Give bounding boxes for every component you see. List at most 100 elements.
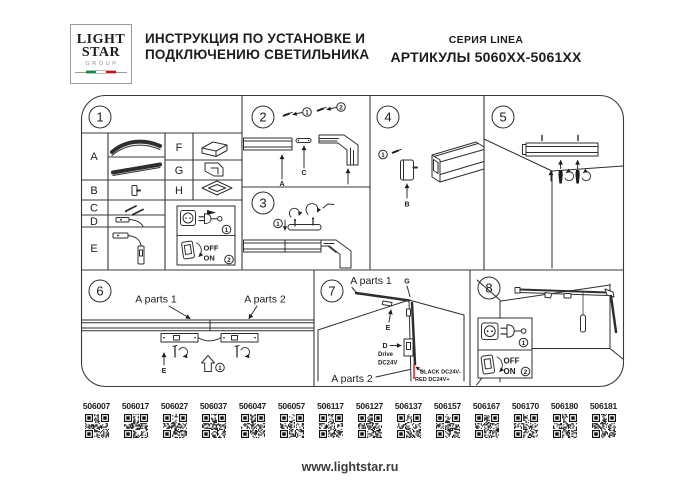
qr-code bbox=[435, 414, 460, 438]
article-item: 506057 bbox=[275, 401, 309, 438]
article-number: 506181 bbox=[589, 401, 618, 411]
panel-4-end-cap: 4 1 B bbox=[376, 105, 485, 209]
article-number: 506027 bbox=[160, 401, 189, 411]
article-item: 506047 bbox=[236, 401, 270, 438]
website-url: www.lightstar.ru bbox=[301, 460, 399, 474]
socket-icon bbox=[180, 210, 196, 226]
panel-5-ceiling-mount: 5 bbox=[483, 105, 624, 269]
panel-2-number: 2 bbox=[259, 110, 266, 125]
part-letter-f: F bbox=[176, 142, 183, 154]
part-letter-d: D bbox=[90, 216, 98, 228]
article-number: 506037 bbox=[199, 401, 228, 411]
qr-code bbox=[318, 414, 343, 438]
panel-4-step-1: 1 bbox=[381, 152, 385, 159]
track-a1 bbox=[354, 291, 411, 302]
panel-7-label-g: G bbox=[404, 279, 410, 286]
panel-8-step-2: 2 bbox=[524, 369, 528, 376]
lightstar-logo: LIGHT STAR GROUP bbox=[70, 24, 132, 84]
panel-2-label-a: A bbox=[279, 181, 284, 188]
panel-1-parts-table: 1 A B C D E F G H bbox=[81, 105, 242, 270]
part-letter-b: B bbox=[90, 185, 97, 197]
panel-7-a-parts-1: A parts 1 bbox=[350, 275, 392, 287]
panel-4-label-b: B bbox=[404, 202, 409, 209]
article-number: 506127 bbox=[355, 401, 384, 411]
pendant-lamp bbox=[580, 292, 586, 333]
article-item: 506117 bbox=[314, 401, 348, 438]
articles-range: АРТИКУЛЫ 5060XX-5061XX bbox=[390, 49, 582, 65]
part-a-curved-track bbox=[110, 139, 162, 156]
panel-8-step-1: 1 bbox=[522, 340, 526, 347]
part-letter-g: G bbox=[175, 165, 184, 177]
part-c-screws bbox=[125, 205, 144, 216]
panel-7-a-parts-2: A parts 2 bbox=[331, 373, 373, 385]
part-e-track-with-pendant bbox=[112, 232, 145, 265]
article-item: 506037 bbox=[197, 401, 231, 438]
qr-code bbox=[474, 414, 499, 438]
plug-icon bbox=[198, 210, 223, 225]
panel-3-screw-joint: 3 1 bbox=[243, 191, 352, 269]
panel-2-label-c: C bbox=[301, 170, 306, 177]
panel-6-a-parts-1: A parts 1 bbox=[135, 294, 177, 306]
article-item: 506137 bbox=[392, 401, 426, 438]
article-list: 506007 506017 506027 506037 506047 506057 5061… bbox=[0, 401, 700, 438]
article-item: 506027 bbox=[158, 401, 192, 438]
end-cap-part bbox=[400, 159, 418, 181]
title-line-1: ИНСТРУКЦИЯ ПО УСТАНОВКЕ И bbox=[145, 31, 366, 46]
panel-4-number: 4 bbox=[384, 110, 391, 125]
qr-code bbox=[201, 414, 226, 438]
article-number: 506117 bbox=[317, 401, 344, 411]
part-letter-e: E bbox=[90, 243, 97, 255]
switch-icon-8 bbox=[480, 354, 496, 375]
article-item: 506167 bbox=[470, 401, 504, 438]
panel-grid bbox=[80, 94, 625, 388]
joined-corner-track bbox=[243, 239, 352, 269]
room-corner-lines bbox=[483, 138, 624, 269]
qr-code bbox=[513, 414, 538, 438]
italian-flag-stripe bbox=[75, 70, 127, 74]
track-a2-vertical bbox=[410, 301, 417, 366]
part-d-track-with-lead bbox=[115, 217, 144, 227]
panel-5-number: 5 bbox=[499, 110, 506, 125]
article-item: 506007 bbox=[80, 401, 114, 438]
panel-6-connect-a-parts: 6 A parts 1 A parts 2 bbox=[81, 279, 315, 375]
panel-6-a-parts-2: A parts 2 bbox=[244, 294, 286, 306]
article-item: 506180 bbox=[548, 401, 582, 438]
series-block: СЕРИЯ LINEA АРТИКУЛЫ 5060XX-5061XX bbox=[386, 34, 586, 65]
track-segment bbox=[243, 137, 293, 151]
push-up-arrow bbox=[201, 355, 215, 372]
part-letter-h: H bbox=[175, 185, 183, 197]
switch-icon bbox=[181, 240, 195, 260]
panel-8-finished-install: 8 bbox=[476, 276, 624, 386]
part-a-straight-track bbox=[111, 162, 162, 176]
qr-code bbox=[84, 414, 109, 438]
panel-7-corner-wiring: 7 A parts 1 G E D Drive DC24V BLACK DC24… bbox=[317, 275, 465, 385]
qr-code bbox=[552, 414, 577, 438]
title-line-2: ПОДКЛЮЧЕНИЮ СВЕТИЛЬНИКА bbox=[145, 46, 370, 62]
part-f-corner-connector bbox=[201, 141, 228, 157]
power-steps-inset-8: 1 OFF ON 2 bbox=[476, 317, 533, 386]
track-profile-3d bbox=[431, 141, 485, 183]
wire-label-red: RED DC24V+ bbox=[415, 377, 450, 383]
article-item: 506157 bbox=[431, 401, 465, 438]
qr-code bbox=[396, 414, 421, 438]
panel-7-number: 7 bbox=[328, 284, 335, 299]
panel-7-label-d: D bbox=[382, 343, 387, 350]
logo-group: GROUP bbox=[85, 61, 119, 67]
driver-box bbox=[403, 338, 414, 357]
article-number: 506017 bbox=[121, 401, 150, 411]
article-number: 506047 bbox=[238, 401, 267, 411]
part-g-corner-connector bbox=[204, 162, 224, 177]
e-bracket bbox=[381, 300, 393, 307]
qr-code bbox=[240, 414, 265, 438]
article-number: 506057 bbox=[277, 401, 306, 411]
panel-2-step-1: 1 bbox=[305, 110, 309, 117]
panel-7-label-e: E bbox=[386, 325, 391, 332]
panel-6-label-e: E bbox=[162, 368, 167, 375]
qr-code bbox=[162, 414, 187, 438]
step-1-number: 1 bbox=[225, 227, 229, 234]
fixing-screws bbox=[172, 345, 250, 359]
step-2-number: 2 bbox=[227, 257, 231, 264]
panel-8-number: 8 bbox=[485, 281, 492, 296]
article-number: 506007 bbox=[82, 401, 111, 411]
power-steps-inset: 1 OFF ON 2 bbox=[176, 205, 236, 266]
